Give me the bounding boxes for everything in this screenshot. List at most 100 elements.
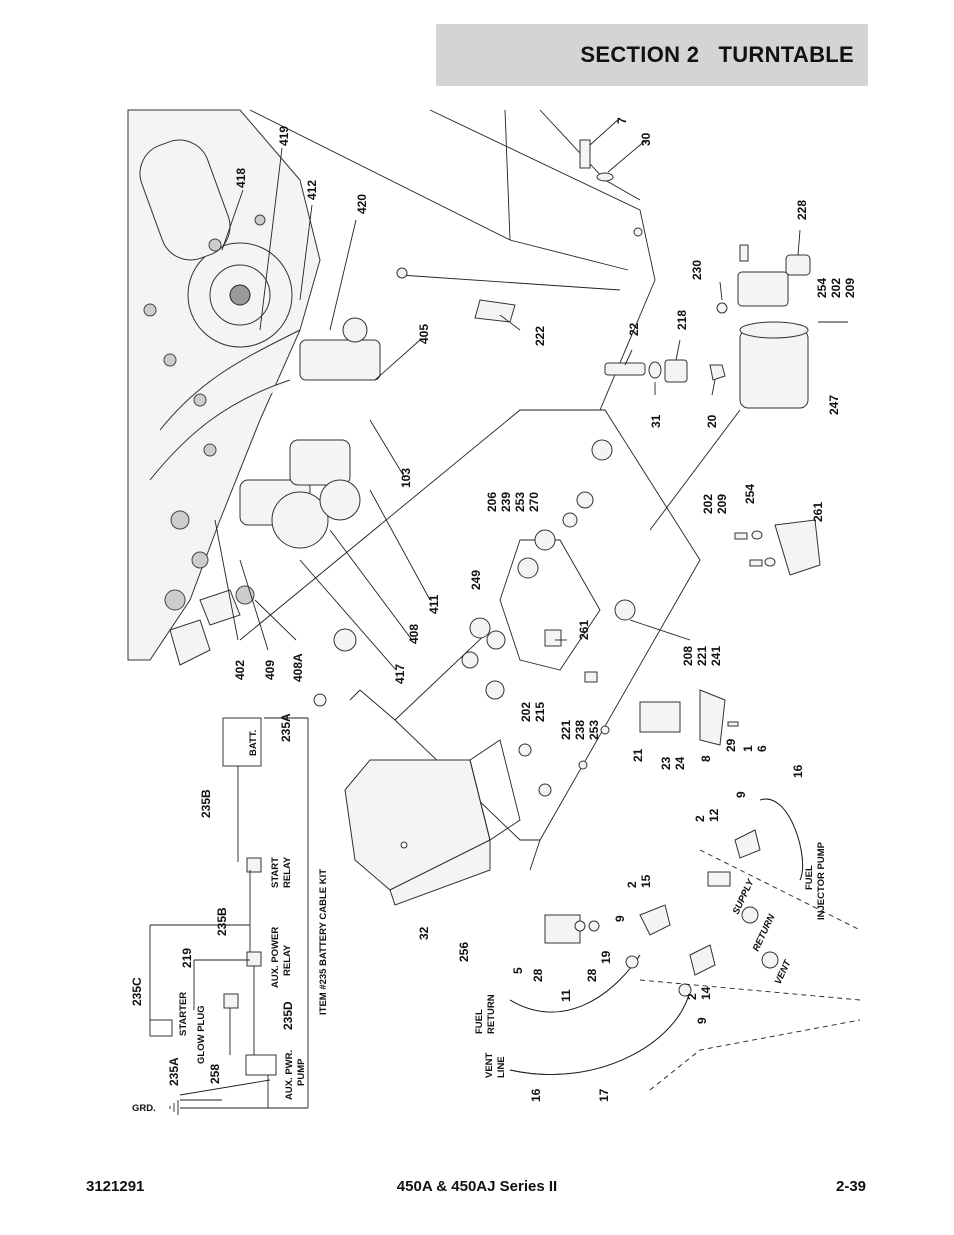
battery-box bbox=[344, 739, 521, 906]
callout-9c: 9 bbox=[695, 1017, 709, 1024]
callout-209b: 209 bbox=[715, 494, 729, 514]
callout-28b: 28 bbox=[585, 968, 599, 982]
glow-plug-label: GLOW PLUG bbox=[196, 1005, 207, 1064]
callout-21: 21 bbox=[631, 748, 645, 762]
start-relay-label-2: RELAY bbox=[282, 856, 293, 888]
callout-402: 402 bbox=[233, 660, 247, 680]
callout-9a: 9 bbox=[734, 791, 748, 798]
callout-numbers: 419 418 412 420 405 103 411 408 417 402 … bbox=[130, 117, 857, 1102]
kit-label: ITEM #235 BATTERY CABLE KIT bbox=[318, 869, 329, 1015]
callout-17: 17 bbox=[597, 1088, 611, 1102]
diagram-labels: BATT. START RELAY AUX. POWER RELAY START… bbox=[132, 730, 827, 1114]
callout-5: 5 bbox=[511, 967, 525, 974]
leader-lines bbox=[214, 117, 801, 671]
callout-202c: 202 bbox=[519, 702, 533, 722]
battery-cable-schematic bbox=[149, 717, 309, 1115]
callout-9b: 9 bbox=[613, 915, 627, 922]
callout-31: 31 bbox=[649, 414, 663, 428]
section-header: SECTION 2 TURNTABLE bbox=[436, 24, 868, 86]
callout-19: 19 bbox=[599, 950, 613, 964]
callout-247: 247 bbox=[827, 395, 841, 415]
relay-assembly bbox=[469, 529, 598, 683]
callout-258: 258 bbox=[208, 1064, 222, 1084]
callout-215: 215 bbox=[533, 702, 547, 722]
starter-label: STARTER bbox=[178, 992, 189, 1036]
section-title: SECTION 2 TURNTABLE bbox=[580, 42, 854, 67]
callout-14: 14 bbox=[699, 986, 713, 1000]
callout-238: 238 bbox=[573, 720, 587, 740]
callout-206: 206 bbox=[485, 492, 499, 512]
callout-221a: 221 bbox=[695, 646, 709, 666]
callout-408A: 408A bbox=[291, 653, 305, 682]
aux-power-relay-label-1: AUX. POWER bbox=[270, 927, 281, 988]
callout-418: 418 bbox=[234, 168, 248, 188]
callout-11: 11 bbox=[559, 989, 573, 1002]
callout-419: 419 bbox=[277, 126, 291, 146]
callout-241: 241 bbox=[709, 646, 723, 666]
callout-261b: 261 bbox=[577, 620, 591, 640]
footer-doc-number: 3121291 bbox=[86, 1178, 145, 1195]
callout-261a: 261 bbox=[811, 502, 825, 522]
callout-32: 32 bbox=[417, 926, 431, 940]
callout-2a: 2 bbox=[693, 815, 707, 822]
callout-411: 411 bbox=[427, 594, 441, 614]
callout-221b: 221 bbox=[559, 720, 573, 740]
callout-235A-top: 235A bbox=[279, 713, 293, 742]
callout-420: 420 bbox=[355, 194, 369, 214]
fuel-injector-label-2: INJECTOR PUMP bbox=[816, 841, 827, 920]
hardware-parts bbox=[579, 139, 821, 746]
callout-209a: 209 bbox=[843, 278, 857, 298]
callout-412: 412 bbox=[305, 180, 319, 200]
callout-249: 249 bbox=[469, 570, 483, 590]
fuel-return-label-1: FUEL bbox=[474, 1009, 485, 1034]
turntable-cover-panel bbox=[249, 109, 656, 411]
callout-12: 12 bbox=[707, 808, 721, 822]
footer-page: 2-39 bbox=[836, 1178, 867, 1195]
aux-pwr-pump-label-1: AUX. PWR. bbox=[284, 1050, 295, 1100]
aux-power-relay-label-2: RELAY bbox=[282, 944, 293, 976]
fuel-return-label-2: RETURN bbox=[486, 994, 497, 1034]
callout-409: 409 bbox=[263, 660, 277, 680]
fuel-lines bbox=[509, 798, 861, 1091]
callout-30: 30 bbox=[639, 132, 653, 146]
vent-line-label-2: LINE bbox=[496, 1056, 507, 1078]
mounting-plate bbox=[239, 409, 701, 871]
callout-28a: 28 bbox=[531, 968, 545, 982]
callout-20: 20 bbox=[705, 414, 719, 428]
callout-235B-a: 235B bbox=[199, 789, 213, 818]
fuel-pump bbox=[716, 244, 848, 409]
callout-15: 15 bbox=[639, 874, 653, 888]
callout-208: 208 bbox=[681, 646, 695, 666]
callout-202a: 202 bbox=[829, 278, 843, 298]
callout-270: 270 bbox=[527, 492, 541, 512]
callout-254a: 254 bbox=[815, 278, 829, 298]
callout-408: 408 bbox=[407, 624, 421, 644]
callout-239: 239 bbox=[499, 492, 513, 512]
callout-29: 29 bbox=[724, 738, 738, 752]
callout-24: 24 bbox=[673, 756, 687, 770]
callout-253b: 253 bbox=[587, 720, 601, 740]
ground-label: GRD. bbox=[132, 1103, 156, 1114]
callout-7: 7 bbox=[615, 117, 629, 124]
callout-202b: 202 bbox=[701, 494, 715, 514]
callout-235D: 235D bbox=[281, 1001, 295, 1030]
aux-pwr-pump-label-2: PUMP bbox=[296, 1058, 307, 1086]
callout-2b: 2 bbox=[625, 881, 639, 888]
callout-222: 222 bbox=[533, 326, 547, 346]
callout-235A-bot: 235A bbox=[167, 1057, 181, 1086]
callout-1: 1 bbox=[741, 745, 755, 752]
callout-417: 417 bbox=[393, 664, 407, 684]
start-relay-label-1: START bbox=[270, 857, 281, 888]
callout-16a: 16 bbox=[791, 764, 805, 778]
callout-22: 22 bbox=[627, 322, 641, 336]
callout-235C: 235C bbox=[130, 977, 144, 1006]
callout-405: 405 bbox=[417, 324, 431, 344]
callout-230: 230 bbox=[690, 260, 704, 280]
callout-16b: 16 bbox=[529, 1088, 543, 1102]
fuel-injector-label-1: FUEL bbox=[804, 865, 815, 890]
callout-228: 228 bbox=[795, 200, 809, 220]
callout-8: 8 bbox=[699, 755, 713, 762]
footer-model: 450A & 450AJ Series II bbox=[396, 1178, 558, 1195]
batt-label: BATT. bbox=[248, 730, 259, 756]
